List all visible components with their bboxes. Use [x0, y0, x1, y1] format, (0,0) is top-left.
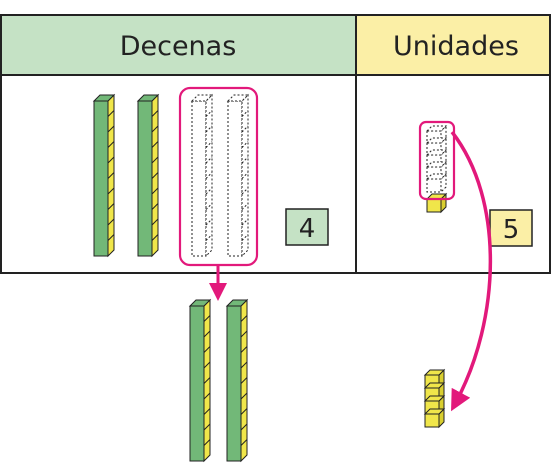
- units-cube-remaining: [425, 192, 448, 214]
- tens-count-value: 4: [299, 214, 316, 244]
- tens-rod: [225, 298, 249, 463]
- unit-cube: [423, 407, 446, 429]
- tens-rods-remaining: [92, 93, 160, 258]
- units-header-label: Unidades: [393, 31, 519, 62]
- tens-rod: [92, 93, 116, 258]
- tens-rod-dotted: [190, 93, 214, 258]
- units-cubes-moved: [423, 368, 446, 429]
- tens-rod: [136, 93, 160, 258]
- tens-rod: [188, 298, 212, 463]
- units-selection-highlight: [418, 120, 456, 201]
- tens-header-label: Decenas: [120, 31, 237, 62]
- unit-cube-dotted: [425, 172, 448, 194]
- units-header-cell: [355, 14, 551, 76]
- tens-rods-removed: [190, 93, 250, 258]
- tens-rods-moved: [188, 298, 249, 463]
- units-move-arrow: [450, 130, 493, 412]
- units-count-value: 5: [503, 215, 520, 245]
- unit-cube: [425, 192, 448, 214]
- place-value-table: Decenas Unidades 4 5: [0, 14, 551, 274]
- tens-count-box: [285, 208, 329, 246]
- tens-header-cell: [0, 14, 357, 76]
- units-cubes-removed: [425, 124, 448, 194]
- tens-rod-dotted: [226, 93, 250, 258]
